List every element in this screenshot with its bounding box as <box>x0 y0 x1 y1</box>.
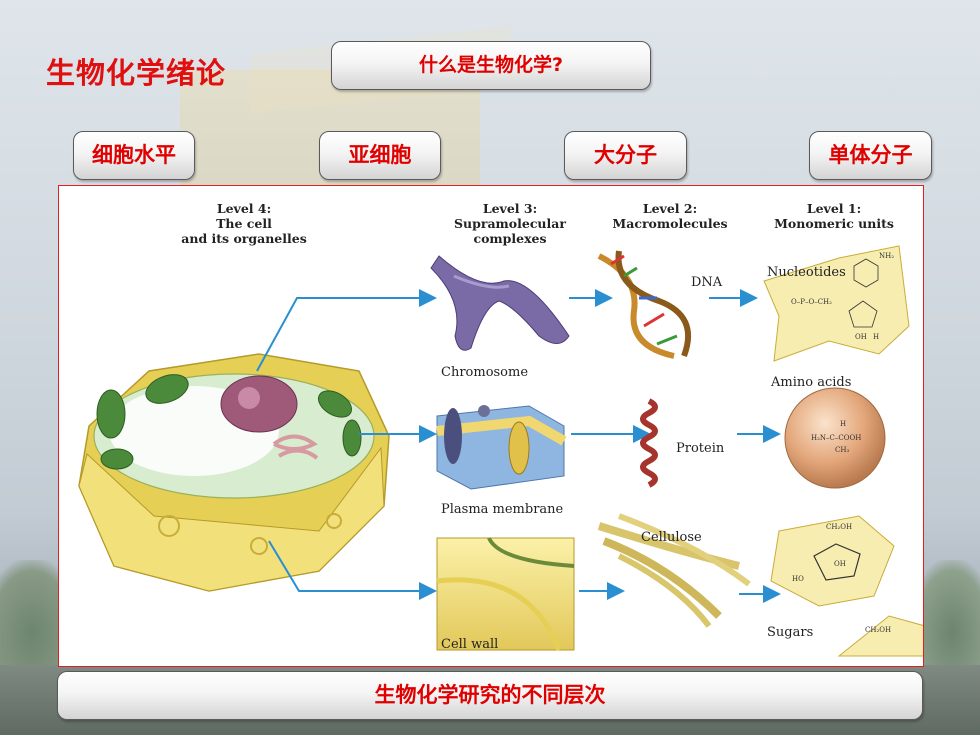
level4-line2: The cell <box>216 216 272 231</box>
level2-line1: Level 2: <box>643 201 697 216</box>
sugar-oh: OH <box>834 560 846 568</box>
level3-header: Level 3: Supramolecular complexes <box>454 201 566 246</box>
chromosome-illustration <box>430 255 570 351</box>
nucleotides-label: Nucleotides <box>767 265 846 280</box>
cellulose-label: Cellulose <box>641 530 702 545</box>
level4-line3: and its organelles <box>181 231 306 246</box>
level1-line1: Level 1: <box>807 201 861 216</box>
amino-ch3: CH₃ <box>835 446 849 454</box>
sugars-label: Sugars <box>767 625 813 640</box>
arrow-cell-to-cellwall <box>268 540 437 600</box>
level3-line1: Level 3: <box>483 201 537 216</box>
dna-helix-illustration <box>597 250 691 359</box>
level1-header: Level 1: Monomeric units <box>774 201 894 231</box>
nucleotide-h: H <box>873 333 879 341</box>
level4-header: Level 4: The cell and its organelles <box>181 201 306 246</box>
protein-label: Protein <box>676 441 725 456</box>
dna-label: DNA <box>691 275 723 290</box>
arrow-cell-to-chromosome <box>256 289 437 372</box>
plant-cell-illustration <box>78 353 390 592</box>
sugar2-ch2oh: CH₂OH <box>865 626 891 634</box>
level2-line2: Macromolecules <box>612 216 727 231</box>
amino-acids-label: Amino acids <box>770 375 851 390</box>
level-button-monomer[interactable]: 单体分子 <box>809 131 932 180</box>
protein-illustration <box>640 398 658 488</box>
level2-header: Level 2: Macromolecules <box>612 201 727 231</box>
cell-wall-label: Cell wall <box>441 637 498 652</box>
amino-h: H <box>840 420 846 428</box>
plasma-membrane-label: Plasma membrane <box>441 502 564 517</box>
level1-line2: Monomeric units <box>774 216 894 231</box>
page-title: 生物化学绪论 <box>46 56 227 90</box>
sugar-ho: HO <box>792 575 804 583</box>
amino-formula: H₂N–C–COOH <box>811 434 861 442</box>
cell-wall-illustration <box>436 537 575 651</box>
question-button[interactable]: 什么是生物化学? <box>331 41 651 90</box>
sugar-ch2oh: CH₂OH <box>826 523 852 531</box>
nucleotide-nh2: NH₂ <box>879 252 894 260</box>
nucleotide-illustration: NH₂ O–P–O–CH₂ OH H <box>763 245 910 362</box>
level3-line3: complexes <box>473 231 546 246</box>
sugar-illustration: CH₂OH HO OH CH₂OH <box>770 515 923 657</box>
diagram-panel: Level 4: The cell and its organelles Lev… <box>58 185 924 667</box>
cellulose-illustration <box>597 513 751 628</box>
nucleotide-phosphate: O–P–O–CH₂ <box>791 298 832 306</box>
chromosome-label: Chromosome <box>441 365 528 380</box>
level3-line2: Supramolecular <box>454 216 566 231</box>
level-button-macromolecule[interactable]: 大分子 <box>564 131 687 180</box>
level-button-subcellular[interactable]: 亚细胞 <box>319 131 441 180</box>
level4-line1: Level 4: <box>217 201 271 216</box>
nucleotide-oh: OH <box>855 333 867 341</box>
caption-button[interactable]: 生物化学研究的不同层次 <box>57 671 923 720</box>
biochemistry-levels-diagram: Level 4: The cell and its organelles Lev… <box>78 201 923 657</box>
amino-acid-illustration: H H₂N–C–COOH CH₃ <box>784 387 886 489</box>
level-button-cell[interactable]: 细胞水平 <box>73 131 195 180</box>
plasma-membrane-illustration <box>436 405 567 490</box>
